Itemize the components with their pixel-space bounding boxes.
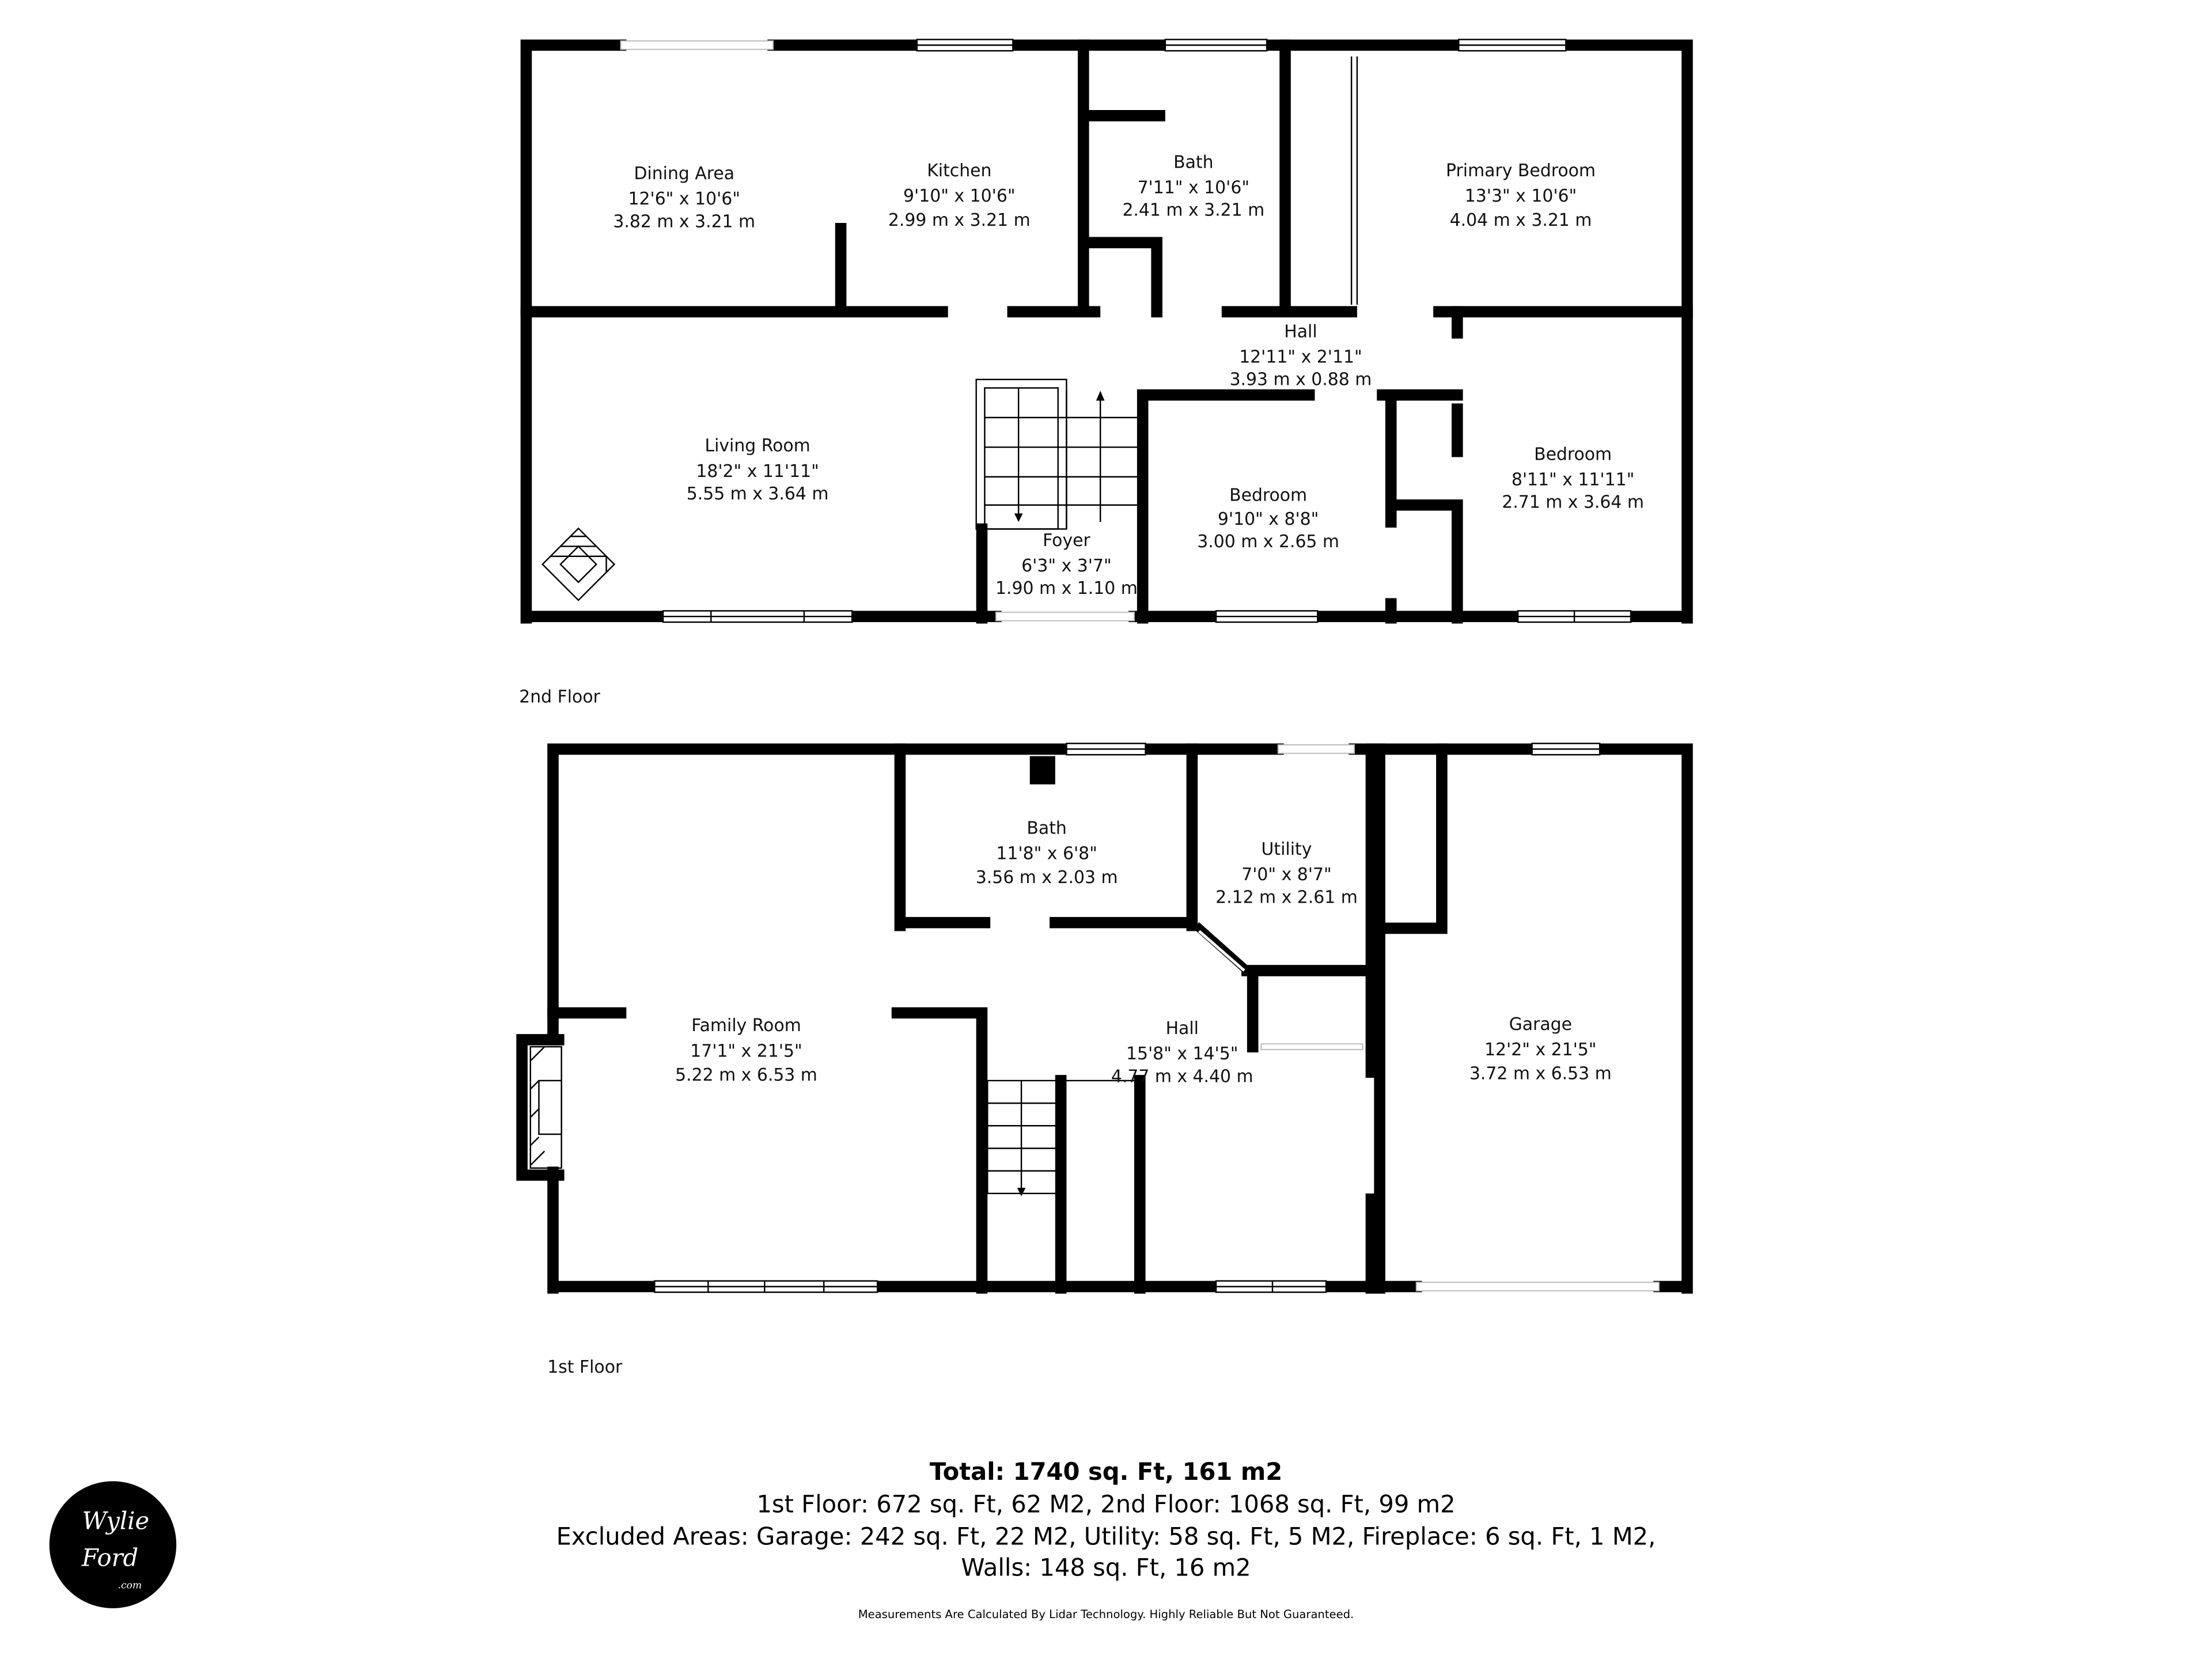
room-label-kitchen: Kitchen 9'10" x 10'6" 2.99 m x 3.21 m [888,161,1031,230]
room-label-dining-area: Dining Area 12'6" x 10'6"3.82 m x 3.21 m [613,164,755,232]
svg-text:2.12 m x 2.61 m: 2.12 m x 2.61 m [1215,887,1358,907]
fireplace-icon [541,527,616,601]
area-summary: Total: 1740 sq. Ft, 161 m2 1st Floor: 67… [556,1457,1656,1621]
svg-text:Living Room: Living Room [704,436,810,456]
svg-text:3.93 m x 0.88 m: 3.93 m x 0.88 m [1230,370,1372,390]
svg-text:3.82 m x 3.21 m: 3.82 m x 3.21 m [613,211,755,232]
room-label-primary-bedroom: Primary Bedroom 13'3" x 10'6" 4.04 m x 3.2… [1446,161,1596,230]
room-label-bath-2nd: Bath 7'11" x 10'6"2.41 m x 3.21 m [1122,152,1264,220]
walls-area: Walls: 148 sq. Ft, 16 m2 [961,1554,1251,1582]
svg-text:Bath: Bath [1027,818,1066,838]
svg-text:3.00 m x 2.65 m: 3.00 m x 2.65 m [1197,532,1339,552]
svg-text:Hall: Hall [1166,1018,1199,1039]
svg-text:2.71 m x 3.64 m: 2.71 m x 3.64 m [1502,493,1644,513]
svg-text:12'6" x 10'6": 12'6" x 10'6" [628,189,740,209]
svg-text:2.41 m x 3.21 m: 2.41 m x 3.21 m [1122,200,1264,221]
svg-text:17'1" x 21'5": 17'1" x 21'5" [690,1041,802,1061]
svg-text:Primary Bedroom: Primary Bedroom [1446,161,1596,181]
room-label-bedroom-2: Bedroom 8'11" x 11'11" 2.71 m x 3.64 m [1502,444,1644,512]
svg-text:Foyer: Foyer [1043,531,1090,551]
svg-text:15'8" x 14'5": 15'8" x 14'5" [1126,1044,1238,1064]
floor-areas: 1st Floor: 672 sq. Ft, 62 M2, 2nd Floor:… [756,1490,1455,1518]
svg-text:7'0" x 8'7": 7'0" x 8'7" [1241,865,1332,885]
svg-text:Family Room: Family Room [691,1016,801,1036]
svg-text:4.04 m x 3.21 m: 4.04 m x 3.21 m [1450,210,1592,230]
staircase-1st [987,1080,1140,1196]
svg-text:Kitchen: Kitchen [927,161,991,181]
brand-logo: Wylie Ford .com [49,1481,177,1608]
svg-text:.com: .com [118,1580,142,1592]
svg-text:1.90 m x 1.10 m: 1.90 m x 1.10 m [995,578,1138,599]
excluded-areas: Excluded Areas: Garage: 242 sq. Ft, 22 M… [556,1522,1656,1551]
svg-text:18'2" x 11'11": 18'2" x 11'11" [696,461,819,482]
svg-text:9'10" x 10'6": 9'10" x 10'6" [903,186,1016,206]
svg-text:7'11" x 10'6": 7'11" x 10'6" [1138,178,1250,198]
first-floor-plan: Bath 11'8" x 6'8" 3.56 m x 2.03 m Utility 7… [516,743,1693,1377]
svg-text:5.55 m x 3.64 m: 5.55 m x 3.64 m [687,484,829,504]
room-label-foyer: Foyer 6'3" x 3'7"1.90 m x 1.10 m [995,531,1138,599]
floor-label-2nd: 2nd Floor [519,687,600,707]
svg-text:Utility: Utility [1262,839,1312,859]
room-label-bedroom-1: Bedroom 9'10" x 8'8" 3.00 m x 2.65 m [1197,485,1339,552]
svg-text:Bath: Bath [1173,152,1213,172]
floor-label-1st: 1st Floor [547,1357,623,1377]
room-label-family-room: Family Room 17'1" x 21'5" 5.22 m x 6.53 m [675,1016,817,1085]
svg-text:11'8" x 6'8": 11'8" x 6'8" [996,843,1097,863]
svg-text:2.99 m x 3.21 m: 2.99 m x 3.21 m [888,210,1031,230]
svg-text:8'11" x 11'11": 8'11" x 11'11" [1512,469,1635,490]
svg-text:5.22 m x 6.53 m: 5.22 m x 6.53 m [675,1065,817,1085]
svg-text:3.72 m x 6.53 m: 3.72 m x 6.53 m [1469,1063,1612,1084]
total-area: Total: 1740 sq. Ft, 161 m2 [930,1457,1282,1486]
svg-text:13'3" x 10'6": 13'3" x 10'6" [1465,186,1577,206]
svg-text:Ford: Ford [81,1543,138,1571]
svg-text:3.56 m x 2.03 m: 3.56 m x 2.03 m [976,868,1118,888]
fireplace-icon [529,1046,562,1169]
svg-text:4.77 m x 4.40 m: 4.77 m x 4.40 m [1111,1066,1253,1086]
room-label-garage: Garage 12'2" x 21'5" 3.72 m x 6.53 m [1469,1014,1612,1084]
room-label-living-room: Living Room 18'2" x 11'11"5.55 m x 3.64 m [687,436,829,504]
svg-text:Bedroom: Bedroom [1229,485,1307,505]
svg-text:Garage: Garage [1509,1014,1572,1035]
room-label-utility: Utility 7'0" x 8'7"2.12 m x 2.61 m [1215,839,1358,907]
svg-text:12'2" x 21'5": 12'2" x 21'5" [1484,1040,1597,1060]
svg-text:12'11" x 2'11": 12'11" x 2'11" [1239,347,1362,367]
svg-text:Hall: Hall [1284,321,1317,342]
svg-text:9'10" x 8'8": 9'10" x 8'8" [1218,509,1319,529]
staircase-2nd [975,378,1140,530]
svg-text:Bedroom: Bedroom [1534,444,1612,464]
disclaimer: Measurements Are Calculated By Lidar Tec… [858,1608,1354,1621]
room-label-bath-1st: Bath 11'8" x 6'8" 3.56 m x 2.03 m [976,818,1118,888]
svg-text:6'3" x 3'7": 6'3" x 3'7" [1021,556,1112,576]
room-label-hall-1st: Hall 15'8" x 14'5"4.77 m x 4.40 m [1111,1018,1253,1086]
svg-text:Wylie: Wylie [82,1507,149,1535]
svg-text:Dining Area: Dining Area [634,164,734,184]
room-label-hall-2nd: Hall 12'11" x 2'11" 3.93 m x 0.88 m [1230,321,1372,389]
